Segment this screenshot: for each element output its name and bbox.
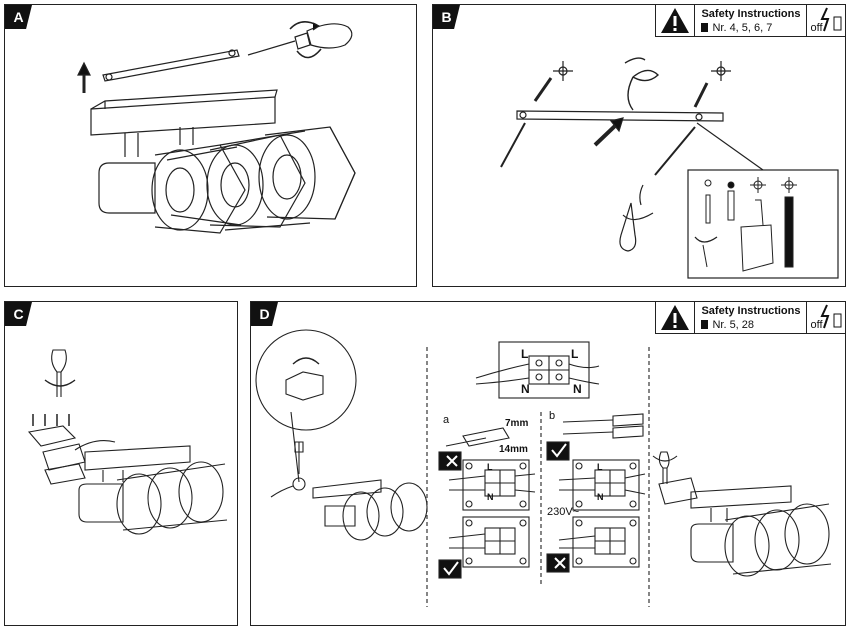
sub-b-l: L — [597, 462, 603, 472]
lightning-off-icon: off — [807, 302, 845, 333]
strip-length-14mm: 14mm — [499, 444, 528, 455]
lightning-off-icon: off — [807, 5, 845, 36]
crosshair-icon — [553, 61, 573, 81]
warning-icon — [656, 5, 696, 36]
panel-c-illustration — [27, 349, 228, 535]
panel-a: A — [4, 4, 417, 287]
sub-a-label: a — [443, 414, 450, 426]
safety-numbers: Nr. 4, 5, 6, 7 — [712, 22, 773, 34]
sub-b-label: b — [549, 410, 556, 422]
safety-title: Safety Instructions — [701, 305, 801, 317]
screwdriver-icon — [247, 21, 353, 59]
panel-d-illustration — [255, 329, 832, 607]
panel-d: D Safety Instructions Nr. 5, 28 off — [250, 301, 846, 626]
off-label: off — [810, 22, 823, 34]
terminal-l-right: L — [571, 347, 579, 361]
safety-instructions-d: Safety Instructions Nr. 5, 28 off — [655, 301, 846, 334]
safety-instructions-b: Safety Instructions Nr. 4, 5, 6, 7 off — [655, 4, 846, 37]
safety-title: Safety Instructions — [701, 8, 801, 20]
terminal-n-left: N — [521, 382, 530, 396]
terminal-l-left: L — [521, 347, 529, 361]
voltage-label: 230V~ — [547, 506, 580, 518]
off-label: off — [810, 319, 823, 331]
strip-length-7mm: 7mm — [505, 418, 529, 429]
warning-icon — [656, 302, 696, 333]
lamp-cages — [151, 126, 356, 234]
panel-c: C — [4, 301, 238, 626]
panel-b: B Safety Instructions Nr. 4, 5, 6, 7 off — [432, 4, 846, 287]
safety-numbers: Nr. 5, 28 — [712, 319, 755, 331]
crosshair-icon — [711, 61, 731, 81]
panel-a-tag: A — [5, 5, 32, 29]
screwdriver-icon — [44, 349, 76, 397]
plug-icon — [701, 23, 709, 32]
sub-b-n: N — [597, 492, 604, 502]
terminal-n-right: N — [573, 382, 582, 396]
sub-a-n: N — [487, 492, 494, 502]
panel-a-illustration — [77, 21, 356, 234]
plug-icon — [701, 320, 709, 329]
panel-b-illustration — [500, 57, 839, 279]
sub-a-l: L — [487, 462, 493, 472]
